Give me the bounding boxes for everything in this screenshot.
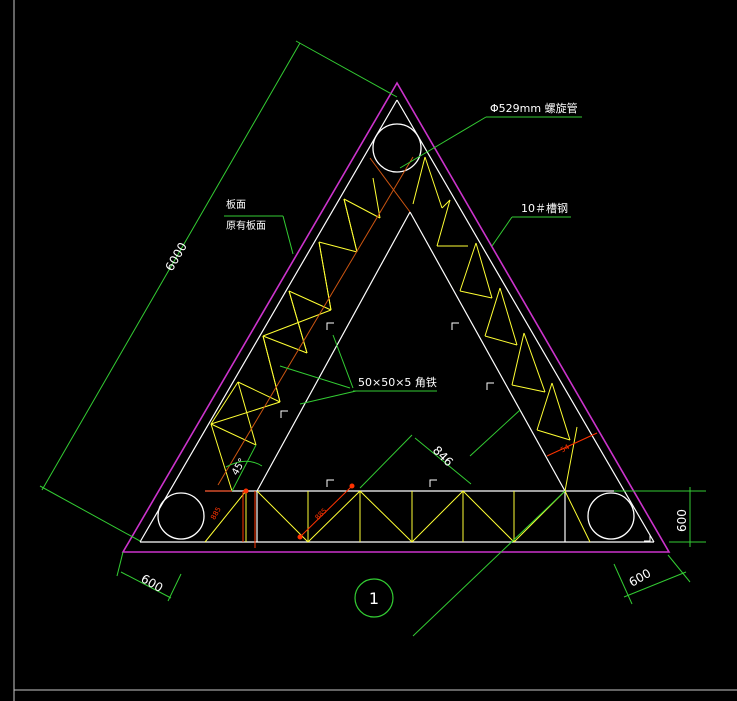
small-dim-left-text: 885 (209, 506, 223, 522)
angle-marks (280, 322, 651, 542)
small-dim-right-text: 54 (559, 443, 571, 455)
label-spiral-pipe: Φ529mm 螺旋管 (490, 101, 578, 115)
leaders (224, 116, 582, 405)
dim-overall-length: 6000 (162, 240, 189, 273)
dimension-lines (39, 40, 706, 637)
label-deck-line2: 原有板面 (226, 219, 266, 232)
dim-bottom-right-width: 600 (627, 566, 654, 590)
pipe-top (372, 123, 422, 173)
dim-right-height: 600 (675, 509, 689, 532)
small-dim-bottom-text: 885 (314, 507, 329, 522)
label-deck-line1: 板面 (226, 198, 246, 211)
section-callout-circle (354, 578, 394, 618)
label-angle-steel: 50×50×5 角铁 (358, 376, 437, 389)
pipe-bottom-right (587, 492, 635, 540)
section-callout-number: 1 (369, 589, 379, 608)
diagonal-line-center (369, 157, 411, 213)
red-annotations (205, 432, 598, 548)
label-channel-steel: 10＃槽钢 (521, 202, 568, 215)
diagonal-line-left (217, 156, 414, 486)
dim-bottom-left-width: 600 (139, 571, 166, 595)
inner-chords (139, 99, 655, 543)
outer-triangle (121, 81, 671, 553)
dim-web-spacing: 846 (430, 443, 456, 469)
pipe-bottom-left (157, 492, 205, 540)
